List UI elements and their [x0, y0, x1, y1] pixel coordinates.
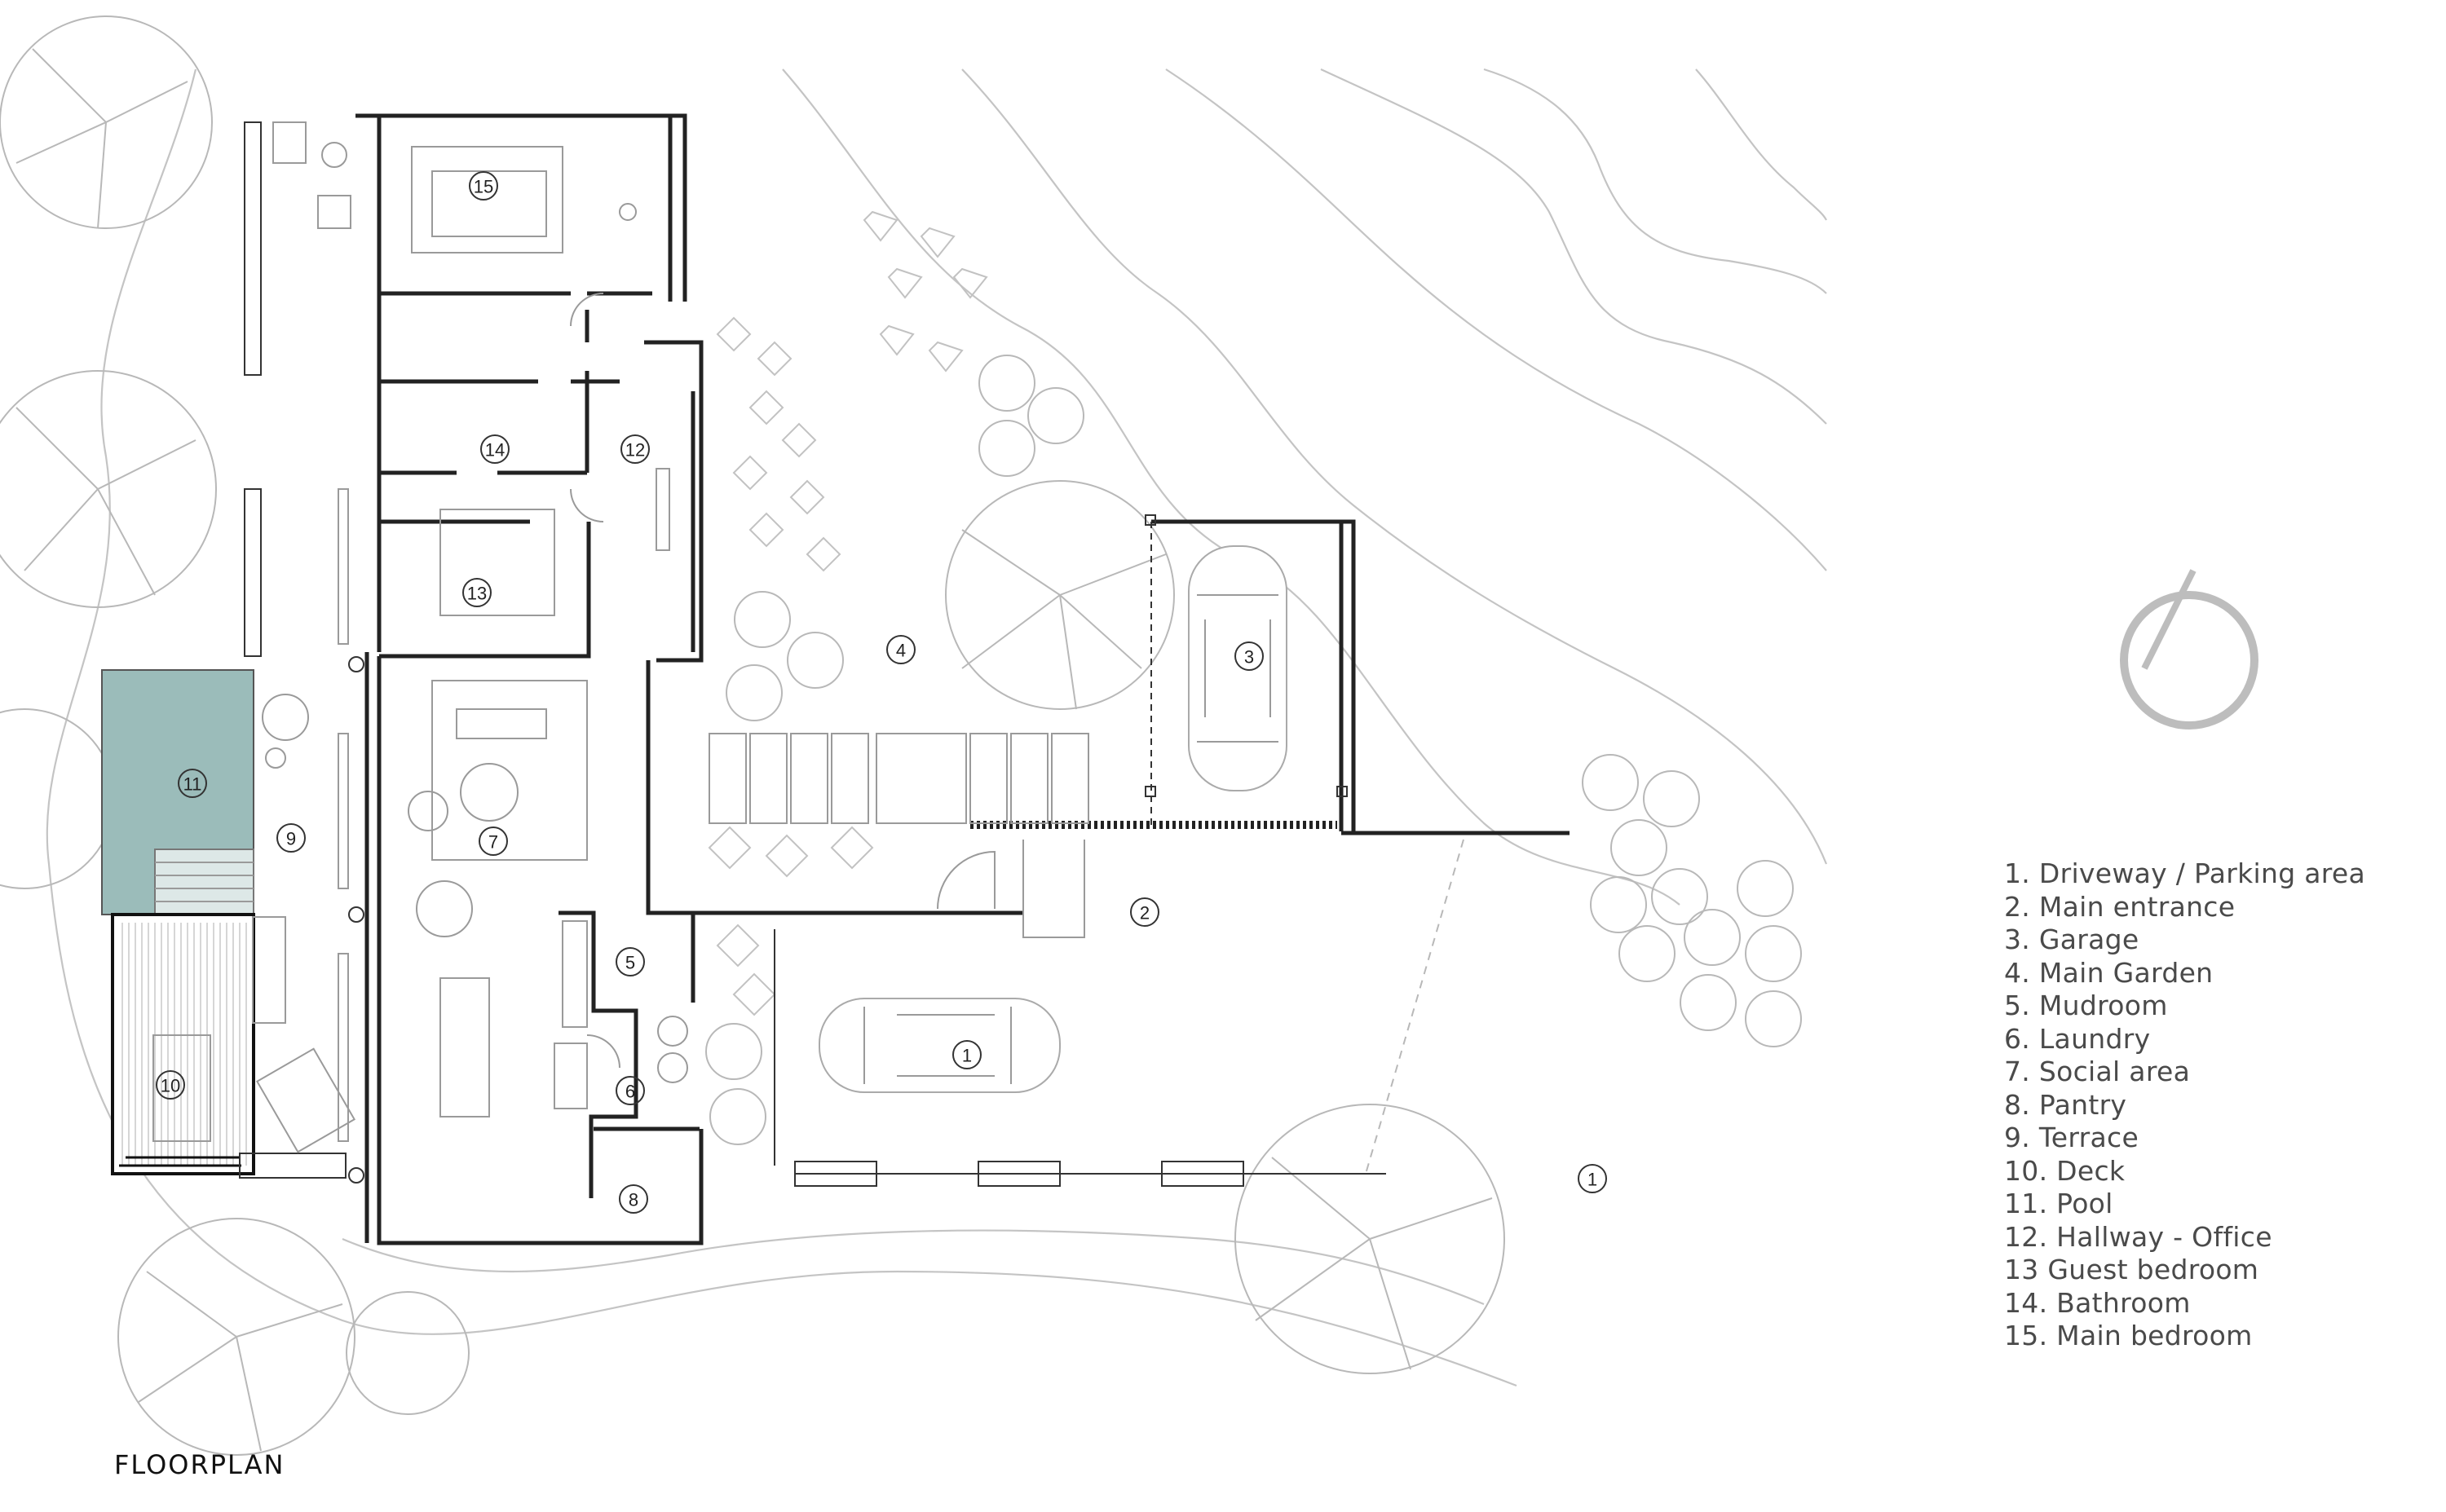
- room-marker-12: 12: [620, 434, 650, 464]
- svg-text:8: 8: [629, 1190, 638, 1210]
- legend-item: 6. Laundry: [2004, 1022, 2151, 1055]
- room-marker-3: 3: [1234, 641, 1264, 671]
- svg-text:15: 15: [474, 177, 493, 197]
- room-marker-5: 5: [616, 947, 645, 976]
- svg-text:7: 7: [488, 832, 498, 853]
- svg-text:10: 10: [161, 1076, 180, 1096]
- paving: [570, 293, 1464, 1187]
- car-garage: [1188, 545, 1287, 791]
- legend-item: 5. Mudroom: [2004, 990, 2168, 1021]
- house-walls: [244, 113, 1570, 1245]
- room-marker-2: 2: [1130, 897, 1159, 927]
- room-marker-13: 13: [462, 578, 492, 607]
- car-driveway: [819, 998, 1061, 1093]
- svg-text:12: 12: [625, 440, 645, 461]
- room-marker-4: 4: [886, 635, 916, 664]
- legend-item: 11. Pool: [2004, 1188, 2113, 1219]
- svg-text:13: 13: [467, 584, 487, 604]
- room-marker-1-parking: 1: [1578, 1164, 1607, 1193]
- legend-item: 13 Guest bedroom: [2004, 1254, 2259, 1285]
- legend-item: 4. Main Garden: [2004, 956, 2214, 989]
- room-marker-11: 11: [178, 769, 207, 798]
- legend-item: 7. Social area: [2004, 1056, 2191, 1087]
- legend: 1. Driveway / Parking area 2. Main entra…: [2004, 857, 2365, 1353]
- svg-text:9: 9: [286, 829, 296, 849]
- legend-item: 8. Pantry: [2004, 1088, 2127, 1121]
- room-marker-9: 9: [276, 823, 306, 853]
- svg-text:6: 6: [625, 1082, 635, 1102]
- north-arrow-icon: [2120, 569, 2258, 730]
- legend-item: 14. Bathroom: [2004, 1286, 2191, 1319]
- room-marker-8: 8: [619, 1184, 648, 1214]
- room-marker-1-driveway: 1: [952, 1040, 982, 1069]
- legend-item: 1. Driveway / Parking area: [2004, 857, 2366, 889]
- room-marker-6: 6: [616, 1076, 645, 1105]
- legend-item: 2. Main entrance: [2004, 890, 2236, 923]
- room-marker-15: 15: [469, 171, 498, 201]
- svg-text:2: 2: [1140, 903, 1150, 924]
- legend-item: 15. Main bedroom: [2004, 1320, 2253, 1351]
- shrubs: [705, 355, 1802, 1145]
- legend-item: 12. Hallway - Office: [2004, 1220, 2272, 1253]
- garden-plants: [708, 210, 988, 1016]
- room-marker-10: 10: [156, 1070, 185, 1100]
- furniture: [255, 121, 688, 1153]
- svg-text:11: 11: [183, 774, 202, 795]
- room-marker-7: 7: [479, 827, 508, 856]
- terrain-contours: [46, 68, 1828, 1387]
- svg-text:5: 5: [625, 953, 635, 973]
- legend-item: 9. Terrace: [2004, 1122, 2139, 1153]
- svg-text:1: 1: [962, 1046, 972, 1066]
- svg-text:1: 1: [1587, 1170, 1597, 1190]
- room-marker-14: 14: [480, 434, 510, 464]
- drawing-title: FLOORPLAN: [114, 1449, 285, 1480]
- deck: [111, 913, 255, 1175]
- svg-text:14: 14: [485, 440, 505, 461]
- room-markers: 15 14 12 13 11 9 7 10 5 6 8 4 3 2 1 1: [156, 171, 1607, 1214]
- terrace-fixtures: [239, 488, 364, 1184]
- svg-text:4: 4: [896, 641, 906, 661]
- legend-item: 10. Deck: [2004, 1154, 2126, 1187]
- legend-item: 3. Garage: [2004, 924, 2139, 955]
- svg-text:3: 3: [1244, 647, 1254, 668]
